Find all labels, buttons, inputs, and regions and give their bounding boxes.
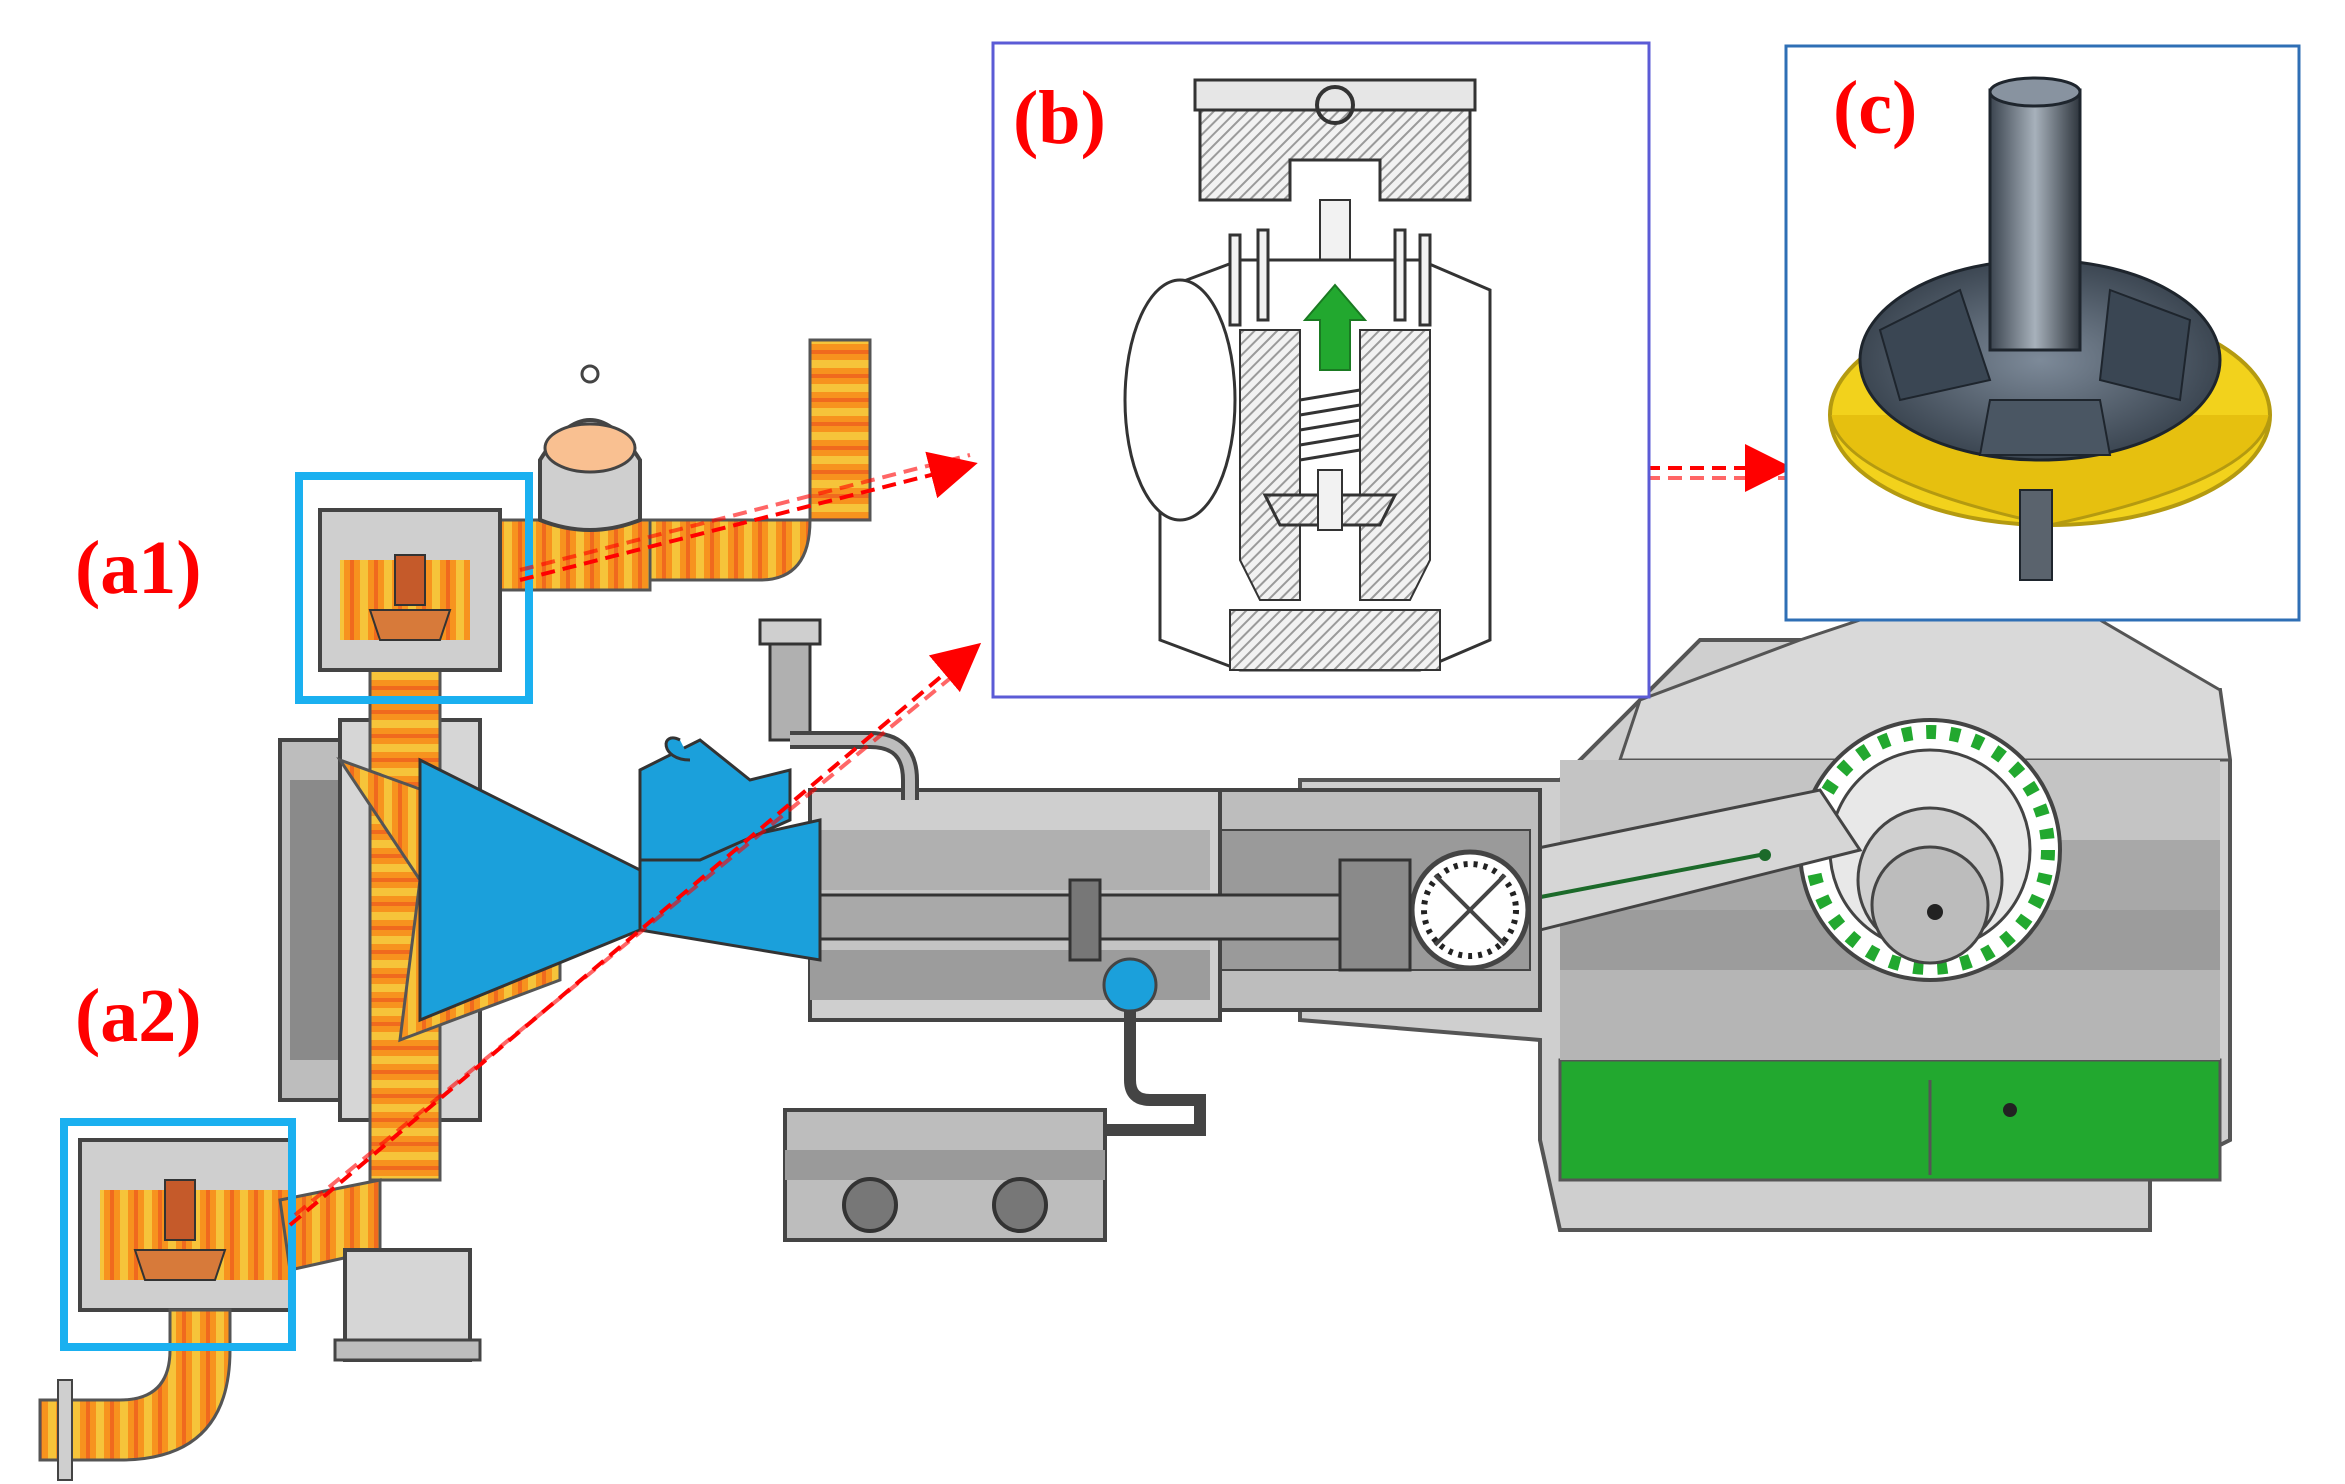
base-stand <box>333 1248 482 1362</box>
lubrication-tank <box>783 1010 1206 1242</box>
label-b: (b) <box>1013 76 1106 160</box>
relief-valve <box>758 618 919 800</box>
suction-valve-housing <box>78 1138 382 1312</box>
green-arrow-icon <box>1302 283 1368 371</box>
blue-port <box>1102 957 1158 1013</box>
label-a2: (a2) <box>75 974 202 1058</box>
panel-b-valve-drawing <box>991 41 1651 699</box>
panel-c-valve-photo <box>1784 44 2301 622</box>
pulsation-dampener <box>538 364 642 532</box>
label-c: (c) <box>1833 66 1918 150</box>
discharge-valve-housing <box>318 508 502 672</box>
flow-manifold <box>336 618 642 1182</box>
highlight-box-a2 <box>60 1118 296 1351</box>
suction-inlet-pipe <box>38 1308 232 1481</box>
highlight-box-a1 <box>295 472 533 704</box>
label-a1: (a1) <box>75 526 202 610</box>
oil-sump <box>1558 1058 2222 1182</box>
crankshaft-bearing <box>1798 718 2062 982</box>
fluid-chamber <box>638 736 822 962</box>
